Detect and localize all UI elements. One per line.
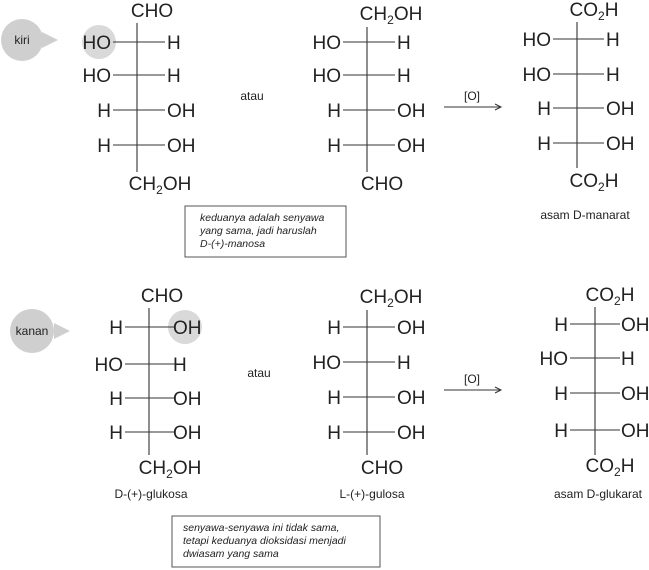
top-group: CHO [141, 286, 183, 307]
structure-top-middle: CH2OH HO H HO H H OH H OH CHO [313, 4, 426, 195]
right-group: H [173, 355, 187, 376]
left-group: HO [313, 33, 342, 54]
arrow-head-icon [494, 103, 503, 111]
structure-top-left: CHO HO H HO H H OH H OH CH2OH [83, 1, 196, 197]
connector-atau-bottom: atau [247, 366, 270, 380]
note-line: senyawa-senyawa ini tidak sama, [183, 522, 339, 534]
left-group: H [327, 388, 341, 409]
left-group: H [327, 318, 341, 339]
right-group: H [397, 33, 411, 54]
pointer-kiri-label: kiri [14, 33, 29, 47]
compound-name-l-gulosa: L-(+)-gulosa [339, 487, 404, 501]
connector-atau-top: atau [240, 89, 263, 103]
right-group: OH [621, 315, 649, 336]
top-group: CH2OH [360, 287, 423, 310]
pointer-kiri-arrow-icon [42, 32, 58, 48]
highlight-bottom-left-oh [168, 310, 202, 344]
left-group: HO [540, 349, 569, 370]
bottom-group: CO2H [586, 456, 635, 479]
top-group: CHO [131, 1, 173, 22]
right-group: OH [621, 421, 649, 442]
left-group: H [537, 134, 551, 155]
left-group: H [109, 423, 123, 444]
right-group: H [167, 66, 181, 87]
note-line: dwiasam yang sama [183, 548, 279, 560]
left-group: HO [523, 30, 552, 51]
left-group: H [554, 384, 568, 405]
top-group: CH2OH [360, 4, 423, 27]
right-group: OH [397, 136, 426, 157]
pointer-kanan-circle [10, 309, 54, 353]
left-group: HO [523, 65, 552, 86]
oxidation-label: [O] [464, 372, 480, 386]
structure-bottom-middle: CH2OH H OH HO H H OH H OH CHO L-(+)-gulo… [313, 287, 426, 501]
left-group: H [97, 136, 111, 157]
note-line: keduanya adalah senyawa [200, 212, 325, 224]
right-group: OH [397, 318, 426, 339]
right-group: H [397, 353, 411, 374]
right-group: H [606, 30, 620, 51]
bottom-group: CHO [361, 174, 403, 195]
pointer-kanan-label: kanan [16, 324, 49, 338]
note-box-top: keduanya adalah senyawa yang sama, jadi … [184, 205, 347, 258]
right-group: OH [173, 389, 202, 410]
right-group: H [621, 349, 635, 370]
compound-name-d-glukosa: D-(+)-glukosa [114, 487, 187, 501]
note-line: D-(+)-manosa [200, 238, 265, 250]
structure-bottom-left: CHO H OH HO H H OH H OH CH2OH D-(+)-gluk… [95, 286, 202, 501]
left-group: H [327, 101, 341, 122]
left-group: H [537, 99, 551, 120]
left-group: H [554, 421, 568, 442]
oxidation-arrow-bottom: [O] [444, 372, 503, 394]
note-box-bottom: senyawa-senyawa ini tidak sama, tetapi k… [171, 515, 381, 568]
bottom-group: CH2OH [139, 458, 202, 481]
right-group: H [397, 66, 411, 87]
right-group: OH [397, 388, 426, 409]
highlight-top-left-ho [82, 25, 116, 59]
structure-top-right: CO2H HO H HO H H OH H OH CO2H asam D-man… [523, 0, 635, 222]
note-box-border [171, 515, 381, 568]
right-group: OH [606, 99, 635, 120]
top-group: CO2H [570, 0, 619, 23]
right-group: OH [173, 423, 202, 444]
left-group: HO [83, 66, 112, 87]
right-group: OH [173, 318, 202, 339]
left-group: H [109, 318, 123, 339]
right-group: OH [397, 101, 426, 122]
compound-name-d-manarat: asam D-manarat [540, 208, 630, 222]
note-box-border [184, 205, 347, 258]
right-group: OH [397, 423, 426, 444]
right-group: OH [167, 101, 196, 122]
right-group: OH [167, 136, 196, 157]
left-group: H [554, 315, 568, 336]
oxidation-arrow-top: [O] [444, 89, 503, 111]
left-group: HO [313, 353, 342, 374]
left-group: H [109, 389, 123, 410]
right-group: OH [621, 384, 649, 405]
right-group: H [167, 33, 181, 54]
arrow-head-icon [494, 386, 503, 394]
compound-name-d-glukarat: asam D-glukarat [554, 487, 643, 501]
note-line: tetapi keduanya dioksidasi menjadi [183, 535, 347, 547]
bottom-group: CO2H [570, 171, 619, 194]
oxidation-label: [O] [464, 89, 480, 103]
left-group: H [97, 101, 111, 122]
top-group: CO2H [586, 285, 635, 308]
left-group: HO [83, 33, 112, 54]
right-group: H [606, 65, 620, 86]
right-group: OH [606, 134, 635, 155]
bottom-group: CH2OH [129, 174, 192, 197]
pointer-kiri-circle [1, 19, 43, 61]
pointer-kiri: kiri [1, 19, 58, 61]
pointer-kanan-arrow-icon [54, 323, 70, 339]
left-group: H [327, 136, 341, 157]
left-group: H [327, 423, 341, 444]
left-group: HO [313, 66, 342, 87]
bottom-group: CHO [361, 458, 403, 479]
left-group: HO [95, 355, 124, 376]
note-line: yang sama, jadi haruslah [199, 225, 317, 237]
pointer-kanan: kanan [10, 309, 70, 353]
structure-bottom-right: CO2H H OH HO H H OH H OH CO2H asam D-glu… [540, 285, 649, 501]
